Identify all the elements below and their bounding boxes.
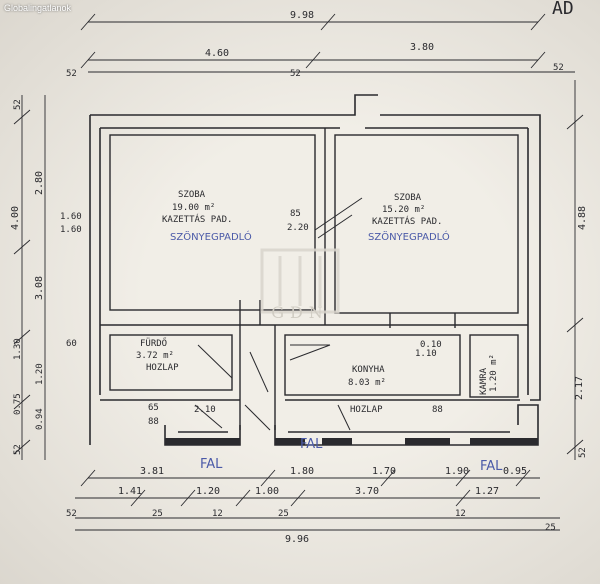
dim-right: 52 (578, 447, 588, 458)
dim-bottom-small: 12 (212, 509, 223, 519)
wall-mark: 0.10 (420, 340, 442, 350)
room-3-floor: HOZLAP (146, 363, 179, 373)
wall-blocks (165, 438, 538, 445)
room-1-area: 19.00 m² (172, 203, 215, 213)
dim-left: 1.20 (35, 363, 45, 385)
dim-right: 2.17 (574, 376, 585, 400)
room-1-name: SZOBA (178, 190, 206, 200)
dim-bottom-2: 3.70 (355, 486, 379, 497)
dim-bottom-1: 0.95 (503, 466, 527, 477)
dim-bottom-2: 1.27 (475, 486, 499, 497)
room-2-area: 15.20 m² (382, 205, 425, 215)
wall-mark: 1.10 (415, 349, 437, 359)
watermark-logo-text: GDN (271, 303, 329, 322)
dim-bottom-2: 1.41 (118, 486, 142, 497)
dim-left: 0.75 (13, 393, 23, 415)
pencil-mark: FAL (300, 437, 323, 452)
dim-bottom-1: 1.90 (445, 466, 469, 477)
dim-left: 3.08 (34, 276, 45, 300)
room-5-name: KAMRA (479, 367, 489, 395)
wall-mark: 65 (148, 403, 159, 413)
dim-bottom-small: 12 (455, 509, 466, 519)
dimension-lines (13, 13, 584, 531)
room-4-area: 8.03 m² (348, 378, 386, 388)
dim-bottom-1: 3.81 (140, 466, 164, 477)
room-2-floor: KAZETTÁS PAD. (372, 215, 442, 227)
watermark-logo (260, 248, 340, 314)
room-2-note: SZÖNYEGPADLÓ (368, 230, 450, 243)
dim-top-wall-left: 52 (66, 69, 77, 79)
title-fragment: AD (552, 0, 574, 19)
room-outlines (100, 128, 528, 430)
dim-left: 1.60 (60, 225, 82, 235)
wall-mark: 88 (432, 405, 443, 415)
room-1-note: SZÖNYEGPADLÓ (170, 230, 252, 243)
pencil-mark: FAL (200, 457, 223, 472)
wall-mark: 60 (66, 339, 77, 349)
room-3-area: 3.72 m² (136, 351, 174, 361)
dim-top-wall-mid: 52 (290, 69, 301, 79)
dim-bottom-wall: 52 (66, 509, 77, 519)
room-1-floor: KAZETTÁS PAD. (162, 213, 232, 225)
dim-left: 0.94 (35, 408, 45, 430)
dim-top-wall-right: 52 (553, 63, 564, 73)
dim-top-right: 3.80 (410, 42, 434, 53)
dim-bottom-small: 25 (152, 509, 163, 519)
room-5-area: 1.20 m² (489, 354, 499, 392)
dim-left: 2.80 (34, 171, 45, 195)
dim-left: 52 (13, 99, 23, 110)
dim-top-overall: 9.98 (290, 10, 314, 21)
room-4-name: KONYHA (352, 365, 385, 375)
dim-left: 52 (13, 444, 23, 455)
pencil-mark: FAL (480, 459, 503, 474)
room-4-floor: HOZLAP (350, 405, 383, 415)
wall-mark: 2.10 (194, 405, 216, 415)
wall-mark: 88 (148, 417, 159, 427)
watermark-text: Globalingatlanok (4, 3, 72, 13)
dim-bottom-2: 1.00 (255, 486, 279, 497)
dim-bottom-overall: 9.96 (285, 534, 309, 545)
dim-left: 1.30 (13, 338, 23, 360)
wall-mark: 85 (290, 209, 301, 219)
wall-mark: 2.20 (287, 223, 309, 233)
dim-top-left: 4.60 (205, 48, 229, 59)
wall-mark: 1.60 (60, 212, 82, 222)
room-3-name: FÜRDŐ (140, 338, 167, 349)
dim-left: 4.00 (10, 206, 21, 230)
dim-bottom-small: 25 (545, 523, 556, 533)
room-2-name: SZOBA (394, 193, 422, 203)
dim-bottom-1: 1.80 (290, 466, 314, 477)
door-swings (194, 197, 363, 431)
dim-bottom-small: 25 (278, 509, 289, 519)
dim-right: 4.88 (577, 206, 588, 230)
dim-bottom-2: 1.20 (196, 486, 220, 497)
dim-bottom-1: 1.70 (372, 466, 396, 477)
